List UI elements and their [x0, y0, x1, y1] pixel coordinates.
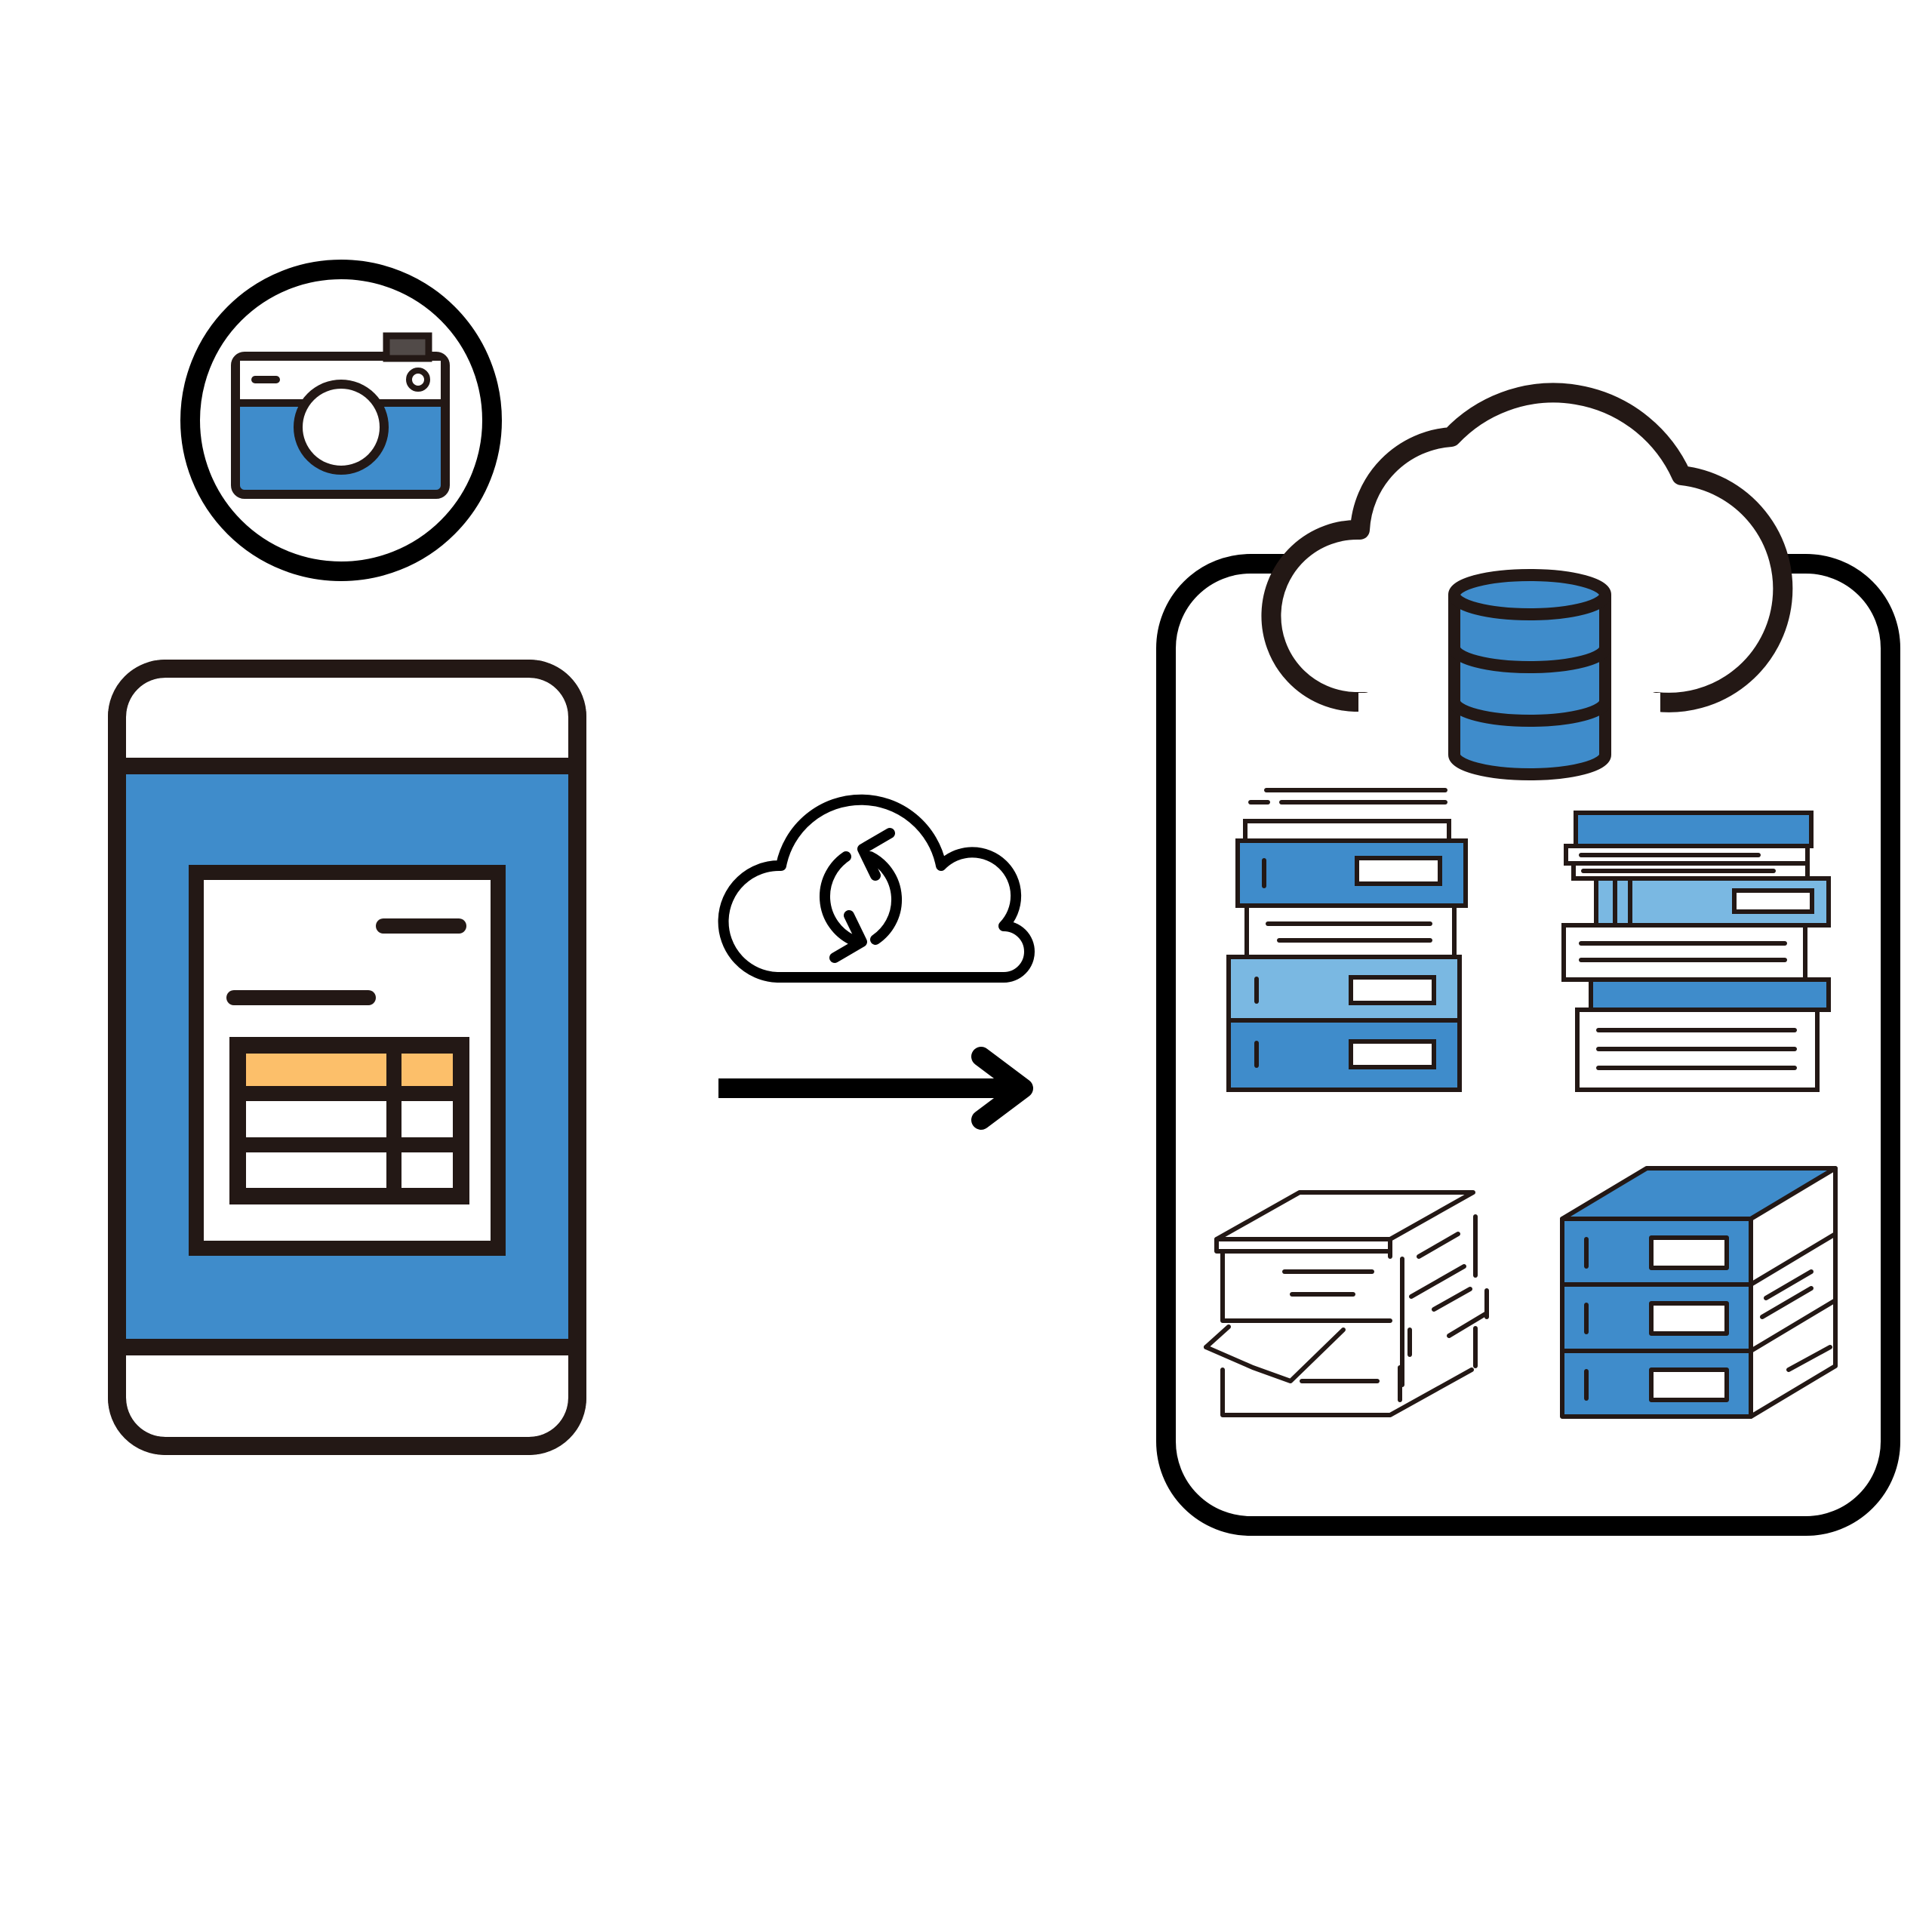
- table-icon: [229, 1037, 469, 1204]
- binder-stack-icon: [1226, 788, 1468, 1092]
- book-stack-icon: [1561, 811, 1831, 1092]
- document-icon: [189, 865, 506, 1256]
- storage-panel: [1156, 383, 1900, 1536]
- camera-icon: [180, 260, 502, 581]
- smartphone-icon: [108, 660, 586, 1455]
- cloud-icon: [1261, 383, 1793, 738]
- file-cabinet-icon: [1560, 1166, 1838, 1419]
- paper-box-stack-icon: [1204, 1190, 1489, 1417]
- flow-arrow: [718, 1047, 1033, 1130]
- database-icon: [1448, 569, 1611, 780]
- cloud-sync-icon: [718, 794, 1035, 983]
